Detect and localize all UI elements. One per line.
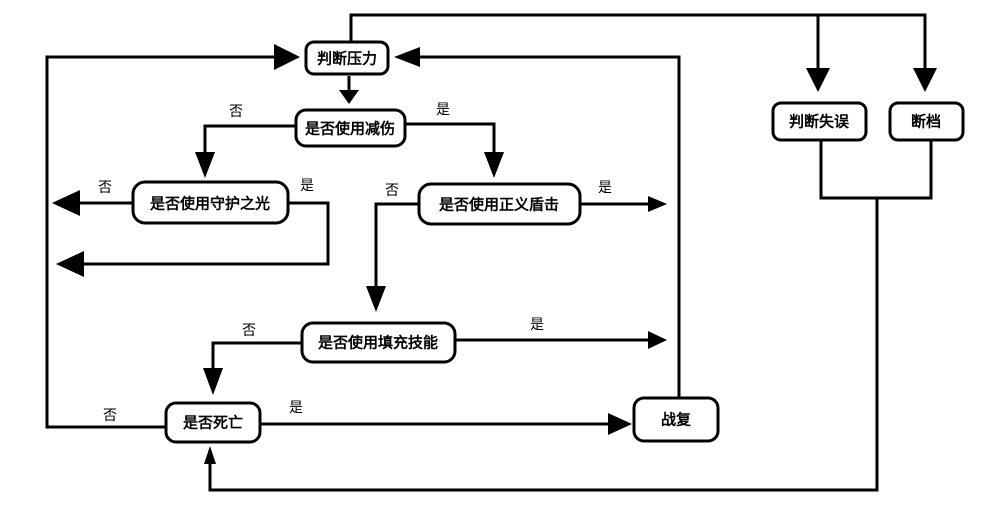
node-label: 是否使用守护之光 — [149, 195, 270, 213]
arrow-left-icon — [394, 47, 420, 67]
node-use-shield: 是否使用正义盾击 — [417, 182, 582, 226]
misjudge-gap-merge — [819, 140, 933, 200]
arrow-right-icon — [608, 413, 632, 435]
edge-label-no: 否 — [385, 183, 399, 199]
node-label: 判断失误 — [789, 113, 850, 131]
edge-label-yes: 是 — [300, 178, 314, 194]
node-label: 断档 — [911, 113, 941, 131]
arrow-down-icon — [366, 286, 386, 312]
node-gap: 断档 — [888, 101, 965, 142]
node-use-filler-skill: 是否使用填充技能 — [300, 321, 457, 364]
edge-label-no: 否 — [98, 180, 112, 196]
arrow-up-icon — [204, 446, 216, 464]
node-use-guardian-light: 是否使用守护之光 — [131, 180, 290, 225]
node-judge-pressure: 判断压力 — [304, 40, 390, 76]
node-is-dead: 是否死亡 — [164, 401, 262, 444]
arrow-down-icon — [806, 68, 830, 92]
node-battle-res: 战复 — [632, 396, 720, 443]
edge-label-yes: 是 — [530, 317, 544, 333]
node-use-mitigation: 是否使用减伤 — [294, 108, 407, 148]
node-label: 战复 — [661, 411, 692, 429]
node-label: 判断压力 — [317, 50, 377, 68]
edge-label-yes: 是 — [289, 400, 303, 416]
return-to-death-check — [208, 198, 879, 492]
arrow-right-icon — [648, 196, 667, 212]
mitigation-no — [203, 124, 296, 160]
arrow-down-icon — [203, 368, 223, 395]
edge-label-yes: 是 — [598, 180, 612, 196]
node-label: 是否使用填充技能 — [317, 334, 438, 352]
arrow-down-icon — [195, 152, 215, 178]
arrow-down-icon — [339, 90, 359, 104]
arrow-right-icon — [648, 331, 667, 349]
edge-label-yes: 是 — [436, 102, 450, 118]
guardian-yes — [80, 201, 330, 266]
node-misjudge: 判断失误 — [771, 101, 868, 142]
filler-no — [211, 341, 302, 372]
arrow-down-icon — [913, 68, 937, 92]
edge-labels: 否 是 否 是 否 是 否 是 否 是 — [98, 102, 612, 424]
arrow-left-icon — [52, 190, 80, 216]
arrow-down-icon — [484, 152, 504, 178]
edge-label-no: 否 — [229, 104, 243, 120]
mitigation-yes — [405, 122, 496, 160]
res-to-pressure — [415, 55, 681, 398]
node-label: 是否使用正义盾击 — [438, 196, 559, 214]
node-label: 是否使用减伤 — [304, 120, 395, 138]
death-no — [45, 55, 280, 429]
arrow-left-icon — [56, 251, 84, 277]
top-connector — [349, 13, 927, 78]
node-label: 是否死亡 — [182, 414, 243, 432]
shield-no — [374, 202, 419, 290]
arrow-right-icon — [274, 44, 300, 70]
edge-label-no: 否 — [103, 408, 117, 424]
edge-label-no: 否 — [242, 323, 256, 339]
connectors — [45, 13, 937, 492]
